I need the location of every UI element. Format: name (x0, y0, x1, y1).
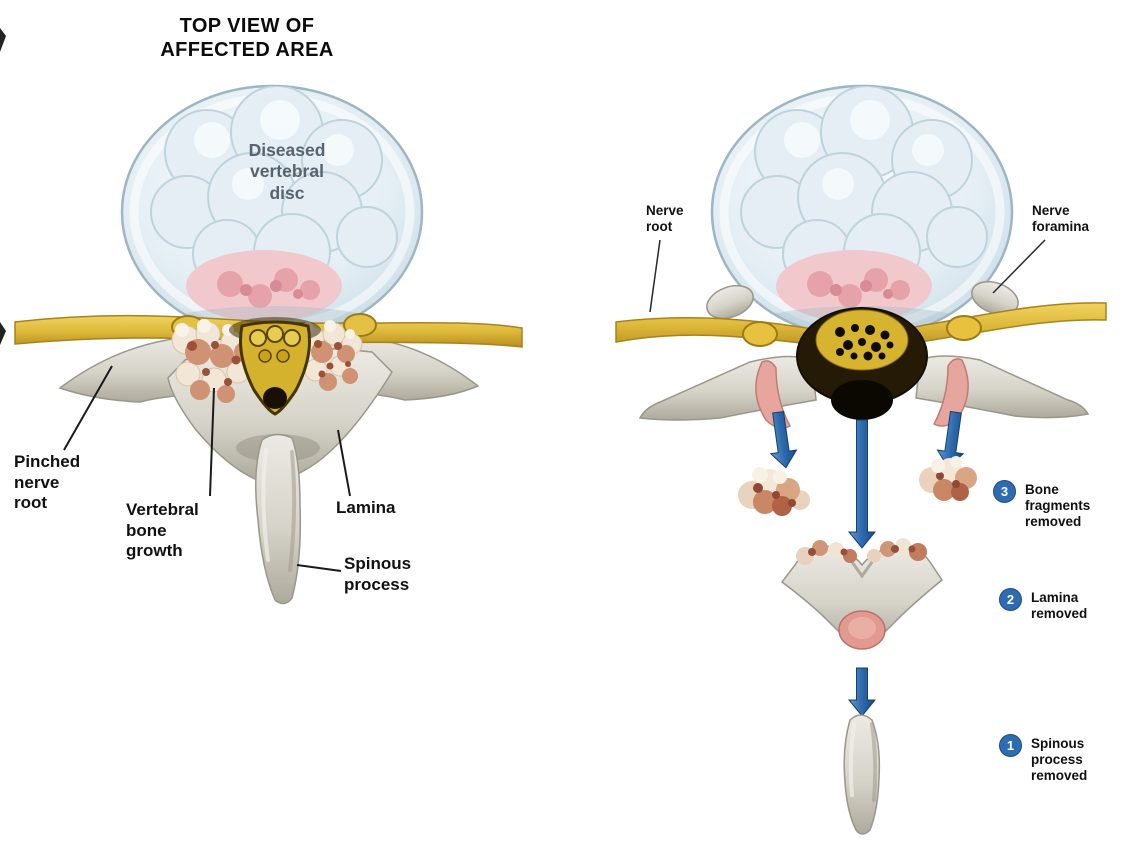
spinal-canal-open (796, 307, 928, 420)
removal-arrows (769, 410, 965, 717)
diseased-disc (122, 86, 422, 354)
cut-edges (755, 358, 969, 429)
label-pinched-nerve-root: Pinched nerve root (14, 452, 81, 513)
label-spinous-process: Spinous process (344, 554, 412, 594)
left-panel-title: TOP VIEW OF AFFECTED AREA (160, 15, 334, 61)
label-diseased-disc: Diseased vertebral disc (248, 140, 326, 203)
step-2-badge: 2 (999, 588, 1022, 611)
step-1-badge: 1 (999, 734, 1022, 757)
step-3-badge: 3 (993, 480, 1016, 503)
left-vertebra-illustration (0, 28, 523, 605)
step-1-spinous-process: 1 Spinous process removed (999, 734, 1087, 784)
step-2-label: Lamina removed (1031, 590, 1088, 621)
label-vertebral-bone-growth: Vertebral bone growth (126, 500, 199, 561)
pointer-lines (63, 365, 351, 572)
spinous-process (255, 433, 302, 605)
scan-edge-artifact (0, 28, 6, 345)
nerve-ganglia (742, 315, 982, 347)
right-laminectomy-illustration (615, 0, 1107, 835)
step-3-bone-fragments: 3 Bone fragments removed (993, 480, 1090, 530)
bone-fragments (738, 456, 977, 516)
removed-spinous-process (843, 714, 881, 835)
step-3-label: Bone fragments removed (1025, 482, 1091, 529)
label-lamina: Lamina (336, 498, 396, 517)
spinal-canal-stenosed (229, 317, 321, 416)
step-1-label: Spinous process removed (1031, 736, 1088, 783)
label-nerve-foramina: Nerve foramina (1032, 203, 1090, 235)
label-nerve-root: Nerve root (646, 203, 684, 235)
vertebral-bone-growth (171, 319, 363, 403)
pointer-lines (649, 239, 1046, 313)
removed-lamina (780, 538, 944, 650)
articular-processes (706, 280, 1019, 320)
step-2-lamina: 2 Lamina removed (999, 588, 1087, 622)
